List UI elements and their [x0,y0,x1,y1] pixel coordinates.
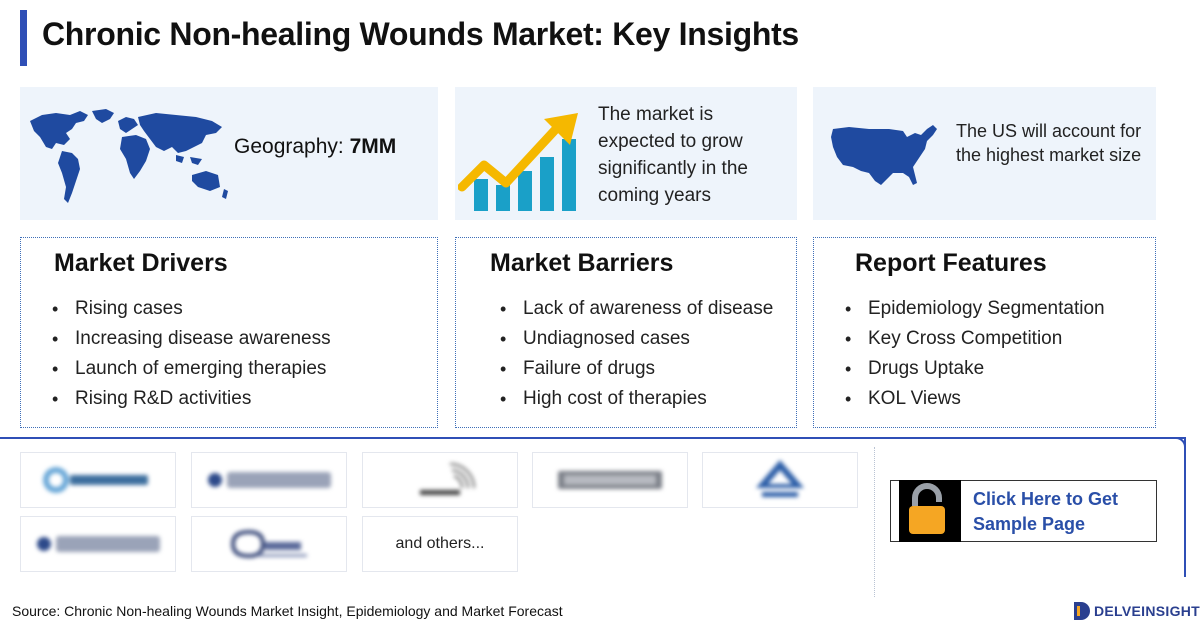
list-item: KOL Views [841,384,1105,414]
company-logo [362,452,518,508]
market-drivers-title: Market Drivers [54,249,228,277]
others-tile: and others... [362,516,518,572]
lock-icon [899,480,961,542]
company-logo-mark [558,471,662,489]
sample-page-label[interactable]: Click Here to Get Sample Page [973,489,1119,534]
list-item: High cost of therapies [496,384,773,414]
company-logo [191,452,347,508]
sample-page-button[interactable]: Click Here to Get Sample Page [890,480,1157,542]
company-logo [20,516,176,572]
list-item: Lack of awareness of disease [496,294,773,324]
list-item: Undiagnosed cases [496,324,773,354]
source-note: Source: Chronic Non-healing Wounds Marke… [12,603,563,619]
growth-chart-icon [458,113,578,211]
market-drivers-list: Rising cases Increasing disease awarenes… [48,294,331,414]
geography-value: 7MM [349,135,397,158]
page-title: Chronic Non-healing Wounds Market: Key I… [42,16,799,52]
market-barriers-panel: Market Barriers Lack of awareness of dis… [455,237,797,428]
list-item: Rising R&D activities [48,384,331,414]
brand-name: DELVEINSIGHT [1094,603,1200,619]
us-text: The US will account for the highest mark… [956,121,1142,165]
list-item: Failure of drugs [496,354,773,384]
market-barriers-title: Market Barriers [490,249,674,277]
company-logo [191,516,347,572]
company-logo [20,452,176,508]
list-item: Key Cross Competition [841,324,1105,354]
report-features-list: Epidemiology Segmentation Key Cross Comp… [841,294,1105,414]
list-item: Increasing disease awareness [48,324,331,354]
market-barriers-list: Lack of awareness of disease Undiagnosed… [496,294,773,414]
others-label: and others... [395,535,485,552]
company-logo [532,452,688,508]
growth-card: The market is expected to grow significa… [455,87,797,220]
list-item: Launch of emerging therapies [48,354,331,384]
geography-card: Geography: 7MM [20,87,438,220]
report-features-title: Report Features [855,249,1047,277]
section-divider-edge [1184,437,1186,577]
brand-logo: DELVEINSIGHT [1072,600,1200,622]
growth-text: The market is expected to grow significa… [598,104,748,206]
title-accent-bar [20,10,27,66]
company-logo-mark [756,460,804,497]
geography-text: Geography: 7MM [234,135,397,158]
list-item: Epidemiology Segmentation [841,294,1105,324]
company-logo-mark [230,529,307,559]
company-logo-mark [37,536,160,552]
list-item: Rising cases [48,294,331,324]
company-logo [702,452,858,508]
company-logo-mark [208,472,331,488]
report-features-panel: Report Features Epidemiology Segmentatio… [813,237,1156,428]
vertical-separator [874,447,875,597]
company-logo-mark [43,467,148,493]
us-map-icon [831,125,937,185]
list-item: Drugs Uptake [841,354,1105,384]
section-divider-corner [1176,437,1186,447]
section-divider [0,437,1186,439]
delveinsight-logo-icon [1074,602,1090,620]
company-logo-mark [420,463,475,495]
market-drivers-panel: Market Drivers Rising cases Increasing d… [20,237,438,428]
us-card: The US will account for the highest mark… [813,87,1156,220]
world-map-icon [30,109,228,203]
